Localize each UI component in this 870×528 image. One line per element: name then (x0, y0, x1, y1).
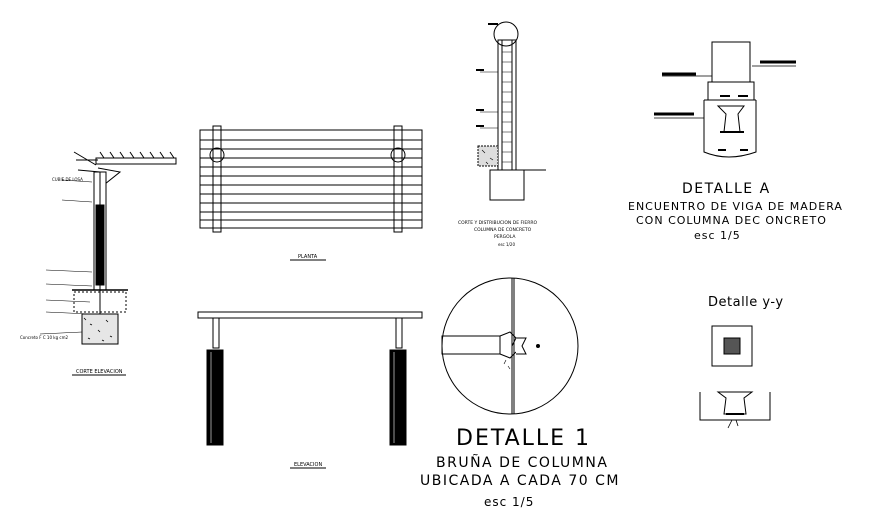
detalle-1-subtitle-2: UBICADA A CADA 70 CM (420, 473, 620, 489)
corte-distribucion-subtitle: COLUMNA DE CONCRETO (474, 228, 532, 233)
leader-concreto-label: Concreto F C 10 kg cm2 (20, 335, 69, 340)
corte-elevacion-title: CORTE ELEVACION (76, 369, 123, 375)
detalle-yy-drawing (699, 325, 771, 429)
detalle-1-title: DETALLE 1 (456, 426, 592, 451)
planta-drawing (199, 125, 423, 261)
corte-distribucion-drawing (476, 21, 546, 201)
elevacion-title: ELEVACION (294, 462, 323, 468)
detalle-1-drawing (441, 277, 579, 415)
corte-distribucion-title: CORTE Y DISTRIBUCION DE FIERRO (458, 221, 538, 226)
detalle-1-subtitle-1: BRUÑA DE COLUMNA (436, 455, 609, 471)
detalle-a-subtitle-1: ENCUENTRO DE VIGA DE MADERA (628, 200, 843, 213)
corte-distribucion-scale: esc 1/20 (498, 242, 515, 247)
detalle-a-subtitle-2: CON COLUMNA DEC ONCRETO (636, 214, 827, 227)
corte-elevacion-drawing (39, 151, 177, 376)
detalle-a-title: DETALLE A (682, 181, 771, 197)
detalle-a-drawing (654, 41, 796, 158)
leader-cubie-label: CUBIE DE LOSA (52, 177, 83, 182)
detalle-yy-title: Detalle y-y (708, 295, 784, 310)
detalle-1-scale: esc 1/5 (484, 495, 535, 509)
elevacion-drawing (197, 311, 423, 469)
corte-distribucion-pergola: PERGOLA (494, 235, 516, 240)
planta-title: PLANTA (298, 254, 318, 260)
detalle-a-scale: esc 1/5 (694, 229, 741, 242)
